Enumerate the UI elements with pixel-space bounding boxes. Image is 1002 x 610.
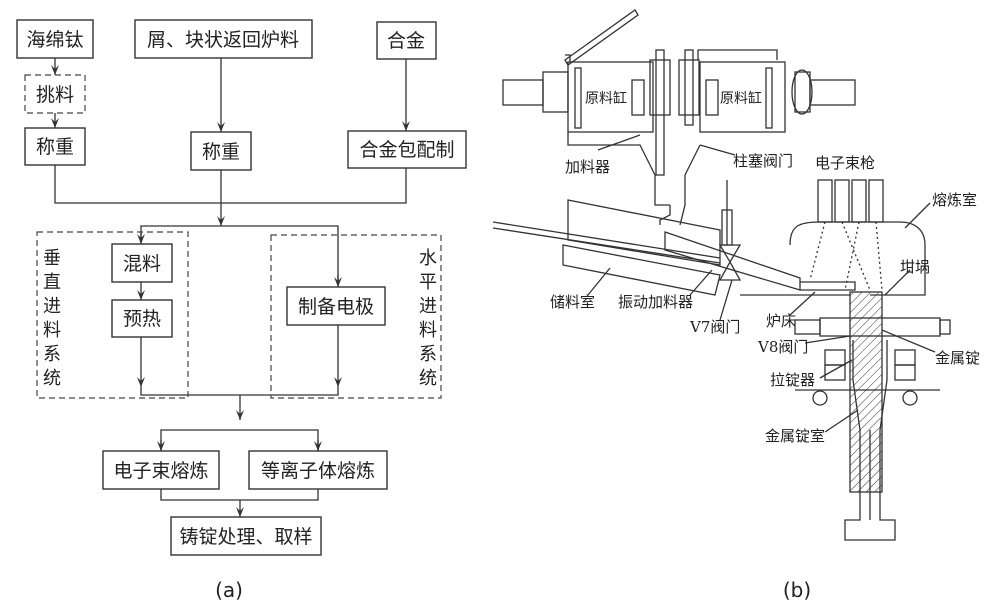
label-storage: 储料室 — [550, 293, 595, 311]
label-vibro-feeder: 振动加料器 — [618, 293, 693, 311]
svg-text:直: 直 — [43, 272, 61, 293]
node-pick: 挑料 — [36, 84, 74, 106]
node-ingot: 铸锭处理、取样 — [179, 526, 312, 548]
node-mix: 混料 — [123, 253, 161, 275]
furnace-schematic — [492, 9, 951, 541]
label-eb-gun: 电子束枪 — [815, 154, 875, 172]
label-puller: 拉锭器 — [770, 371, 815, 389]
svg-text:统: 统 — [43, 368, 61, 389]
schematic-labels: 原料缸 原料缸 加料器 柱塞阀门 电子束枪 熔炼室 坩埚 储料室 振动加料器 V… — [550, 90, 980, 445]
node-alloy-pack: 合金包配制 — [359, 139, 454, 161]
label-plunger-valve: 柱塞阀门 — [733, 152, 793, 170]
horizontal-feed-group — [270, 234, 442, 399]
vertical-system-label: 垂 直 进 料 系 统 — [43, 248, 61, 389]
flow-connectors — [51, 58, 410, 517]
label-melting-chamber: 熔炼室 — [932, 191, 977, 209]
vertical-feed-group — [36, 231, 189, 399]
label-hopper-left: 原料缸 — [585, 90, 627, 107]
caption-a: (a) — [215, 578, 243, 602]
node-scrap-return: 屑、块状返回炉料 — [147, 29, 299, 51]
label-crucible: 坩埚 — [900, 258, 930, 276]
svg-text:料: 料 — [43, 320, 61, 341]
svg-text:水: 水 — [419, 248, 437, 269]
label-hearth: 炉床 — [766, 312, 796, 330]
node-weigh-mid: 称重 — [202, 141, 240, 163]
node-preheat: 预热 — [123, 308, 161, 330]
node-sponge-titanium: 海绵钛 — [26, 29, 83, 51]
label-feeder: 加料器 — [565, 158, 610, 176]
label-v7-valve: V7阀门 — [689, 318, 740, 336]
label-hopper-right: 原料缸 — [720, 90, 762, 107]
svg-text:统: 统 — [419, 368, 437, 389]
node-alloy: 合金 — [387, 30, 425, 52]
node-weigh-left: 称重 — [36, 136, 74, 158]
svg-text:进: 进 — [43, 296, 61, 317]
svg-text:进: 进 — [419, 296, 437, 317]
node-plasma: 等离子体熔炼 — [261, 460, 375, 482]
node-ebm: 电子束熔炼 — [113, 460, 208, 482]
label-ingot-chamber: 金属锭室 — [765, 427, 825, 445]
svg-text:平: 平 — [419, 272, 437, 293]
svg-text:垂: 垂 — [43, 248, 61, 269]
svg-text:系: 系 — [43, 344, 61, 365]
node-electrode: 制备电极 — [298, 296, 374, 318]
horizontal-system-label: 水 平 进 料 系 统 — [419, 248, 437, 389]
caption-b: (b) — [783, 578, 811, 602]
label-v8-valve: V8阀门 — [757, 338, 808, 356]
label-ingot: 金属锭 — [935, 349, 980, 367]
svg-text:系: 系 — [419, 344, 437, 365]
svg-text:料: 料 — [419, 320, 437, 341]
